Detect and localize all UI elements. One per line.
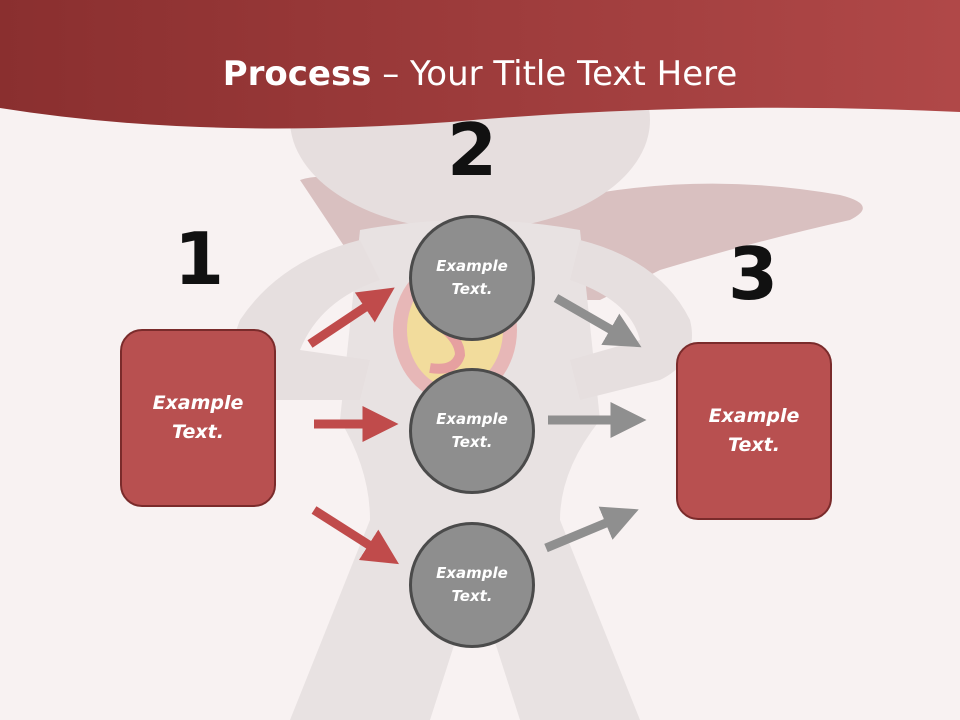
arrow-from-circle-3 <box>544 506 639 553</box>
step-3-text-line2: Text. <box>728 434 780 456</box>
step-3-box: Example Text. <box>676 342 832 520</box>
circle-3-line2: Text. <box>451 587 493 605</box>
title-rest: – Your Title Text Here <box>371 54 738 94</box>
step-1-text-line2: Text. <box>172 421 224 443</box>
circle-2-line2: Text. <box>451 433 493 451</box>
step-2-circle-3: Example Text. <box>409 522 535 648</box>
step-3-text-line1: Example <box>708 405 800 427</box>
circle-3-line1: Example <box>436 564 508 582</box>
step-2-circle-2: Example Text. <box>409 368 535 494</box>
step-1-text-line1: Example <box>152 392 244 414</box>
arrow-to-circle-1 <box>307 287 395 348</box>
slide-title: Process – Your Title Text Here <box>0 54 960 94</box>
step-number-2: 2 <box>446 108 498 192</box>
circle-1-line2: Text. <box>451 280 493 298</box>
step-1-box: Example Text. <box>120 329 276 507</box>
step-number-3: 3 <box>727 232 779 316</box>
title-bold: Process <box>222 54 372 94</box>
step-number-1: 1 <box>173 217 225 301</box>
circle-2-line1: Example <box>436 410 508 428</box>
arrow-to-circle-3 <box>311 506 399 565</box>
circle-1-line1: Example <box>436 257 508 275</box>
title-banner <box>0 0 960 129</box>
arrow-from-circle-1 <box>553 294 642 348</box>
step-2-circle-1: Example Text. <box>409 215 535 341</box>
